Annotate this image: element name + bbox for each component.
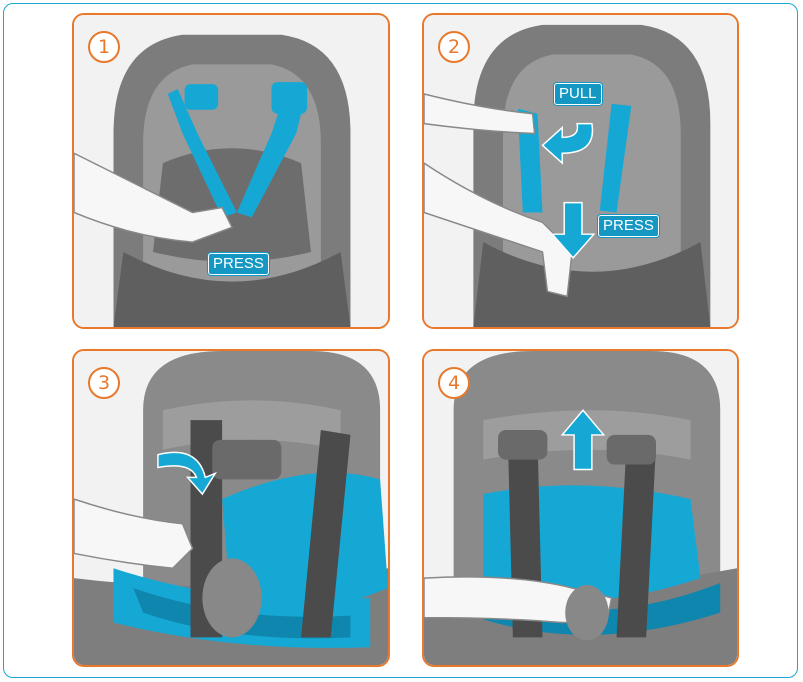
- step-panel-2: 2 PULL PRESS: [422, 13, 739, 329]
- car-seat-illustration-4: [424, 351, 737, 665]
- press-label: PRESS: [208, 253, 269, 275]
- step-number-badge: 2: [438, 31, 470, 63]
- step-number-badge: 1: [88, 31, 120, 63]
- car-seat-illustration-2: [424, 15, 737, 327]
- car-seat-illustration-3: [74, 351, 388, 665]
- pull-label: PULL: [554, 83, 602, 105]
- step-number-badge: 4: [438, 367, 470, 399]
- step-panel-3: 3: [72, 349, 390, 667]
- step-panel-4: 4: [422, 349, 739, 667]
- car-seat-illustration-1: [74, 15, 388, 327]
- step-panel-1: 1 PRESS: [72, 13, 390, 329]
- step-number-badge: 3: [88, 367, 120, 399]
- press-label: PRESS: [598, 215, 659, 237]
